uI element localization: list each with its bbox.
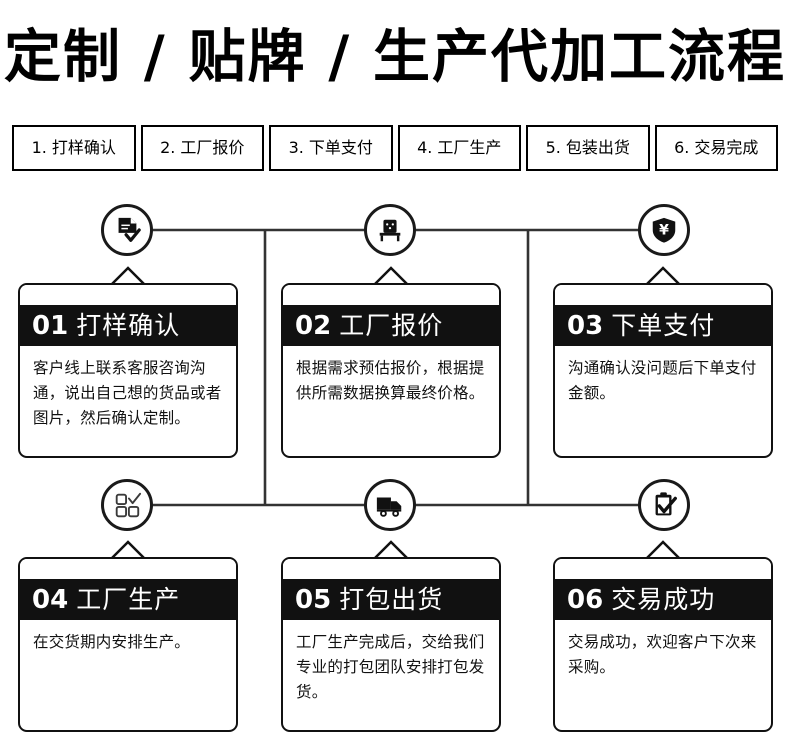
flow-card-01[interactable]: 01 打样确认 客户线上联系客服咨询沟通，说出自己想的货品或者图片，然后确认定制… bbox=[18, 283, 238, 458]
card-heading: 工厂生产 bbox=[76, 585, 181, 614]
delivery-truck-icon bbox=[364, 479, 416, 531]
card-heading: 下单支付 bbox=[611, 311, 716, 340]
step-bar: 1. 打样确认 2. 工厂报价 3. 下单支付 4. 工厂生产 5. 包装出货 … bbox=[12, 125, 778, 171]
svg-text:¥: ¥ bbox=[659, 223, 669, 239]
step-label: 1. 打样确认 bbox=[31, 138, 116, 157]
step-cell-4[interactable]: 4. 工厂生产 bbox=[397, 125, 521, 171]
shield-yuan-icon: ¥ bbox=[638, 204, 690, 256]
card-body-text: 交易成功，欢迎客户下次来采购。 bbox=[568, 633, 757, 676]
card-top-gap bbox=[283, 285, 499, 305]
card-top-gap bbox=[283, 559, 499, 579]
step-label: 2. 工厂报价 bbox=[160, 138, 245, 157]
card-header: 04 工厂生产 bbox=[20, 579, 236, 620]
card-number: 01 bbox=[32, 310, 69, 341]
card-body-text: 根据需求预估报价，根据提供所需数据换算最终价格。 bbox=[296, 359, 485, 402]
card-top-gap bbox=[555, 285, 771, 305]
step-cell-6[interactable]: 6. 交易完成 bbox=[654, 125, 778, 171]
card-top-gap bbox=[555, 559, 771, 579]
card-number: 05 bbox=[295, 584, 332, 615]
card-header: 05 打包出货 bbox=[283, 579, 499, 620]
flow-card-06[interactable]: 06 交易成功 交易成功，欢迎客户下次来采购。 bbox=[553, 557, 773, 732]
step-cell-3[interactable]: 3. 下单支付 bbox=[269, 125, 393, 171]
step-label: 3. 下单支付 bbox=[288, 138, 373, 157]
step-label: 6. 交易完成 bbox=[674, 138, 759, 157]
card-header: 03 下单支付 bbox=[555, 305, 771, 346]
card-body-text: 在交货期内安排生产。 bbox=[33, 633, 191, 651]
card-heading: 打样确认 bbox=[76, 311, 181, 340]
card-top-gap bbox=[20, 285, 236, 305]
card-heading: 交易成功 bbox=[611, 585, 716, 614]
factory-building-icon bbox=[364, 204, 416, 256]
flow-card-04[interactable]: 04 工厂生产 在交货期内安排生产。 bbox=[18, 557, 238, 732]
flow-card-05[interactable]: 05 打包出货 工厂生产完成后，交给我们专业的打包团队安排打包发货。 bbox=[281, 557, 501, 732]
step-cell-1[interactable]: 1. 打样确认 bbox=[12, 125, 136, 171]
card-header: 01 打样确认 bbox=[20, 305, 236, 346]
card-heading: 打包出货 bbox=[339, 585, 444, 614]
card-header: 02 工厂报价 bbox=[283, 305, 499, 346]
card-number: 06 bbox=[567, 584, 604, 615]
card-body-text: 客户线上联系客服咨询沟通，说出自己想的货品或者图片，然后确认定制。 bbox=[33, 359, 222, 427]
step-cell-2[interactable]: 2. 工厂报价 bbox=[140, 125, 264, 171]
step-label: 4. 工厂生产 bbox=[417, 138, 502, 157]
card-body-text: 沟通确认没问题后下单支付金额。 bbox=[568, 359, 757, 402]
card-heading: 工厂报价 bbox=[339, 311, 444, 340]
card-number: 03 bbox=[567, 310, 604, 341]
document-check-icon bbox=[101, 204, 153, 256]
card-top-gap bbox=[20, 559, 236, 579]
step-label: 5. 包装出货 bbox=[545, 138, 630, 157]
clipboard-check-icon bbox=[638, 479, 690, 531]
squares-check-icon bbox=[101, 479, 153, 531]
page-title: 定制 / 贴牌 / 生产代加工流程 bbox=[3, 24, 786, 90]
step-cell-5[interactable]: 5. 包装出货 bbox=[526, 125, 650, 171]
flow-card-03[interactable]: 03 下单支付 沟通确认没问题后下单支付金额。 bbox=[553, 283, 773, 458]
flow-card-02[interactable]: 02 工厂报价 根据需求预估报价，根据提供所需数据换算最终价格。 bbox=[281, 283, 501, 458]
card-number: 04 bbox=[32, 584, 69, 615]
card-header: 06 交易成功 bbox=[555, 579, 771, 620]
card-number: 02 bbox=[295, 310, 332, 341]
card-body-text: 工厂生产完成后，交给我们专业的打包团队安排打包发货。 bbox=[296, 633, 485, 701]
